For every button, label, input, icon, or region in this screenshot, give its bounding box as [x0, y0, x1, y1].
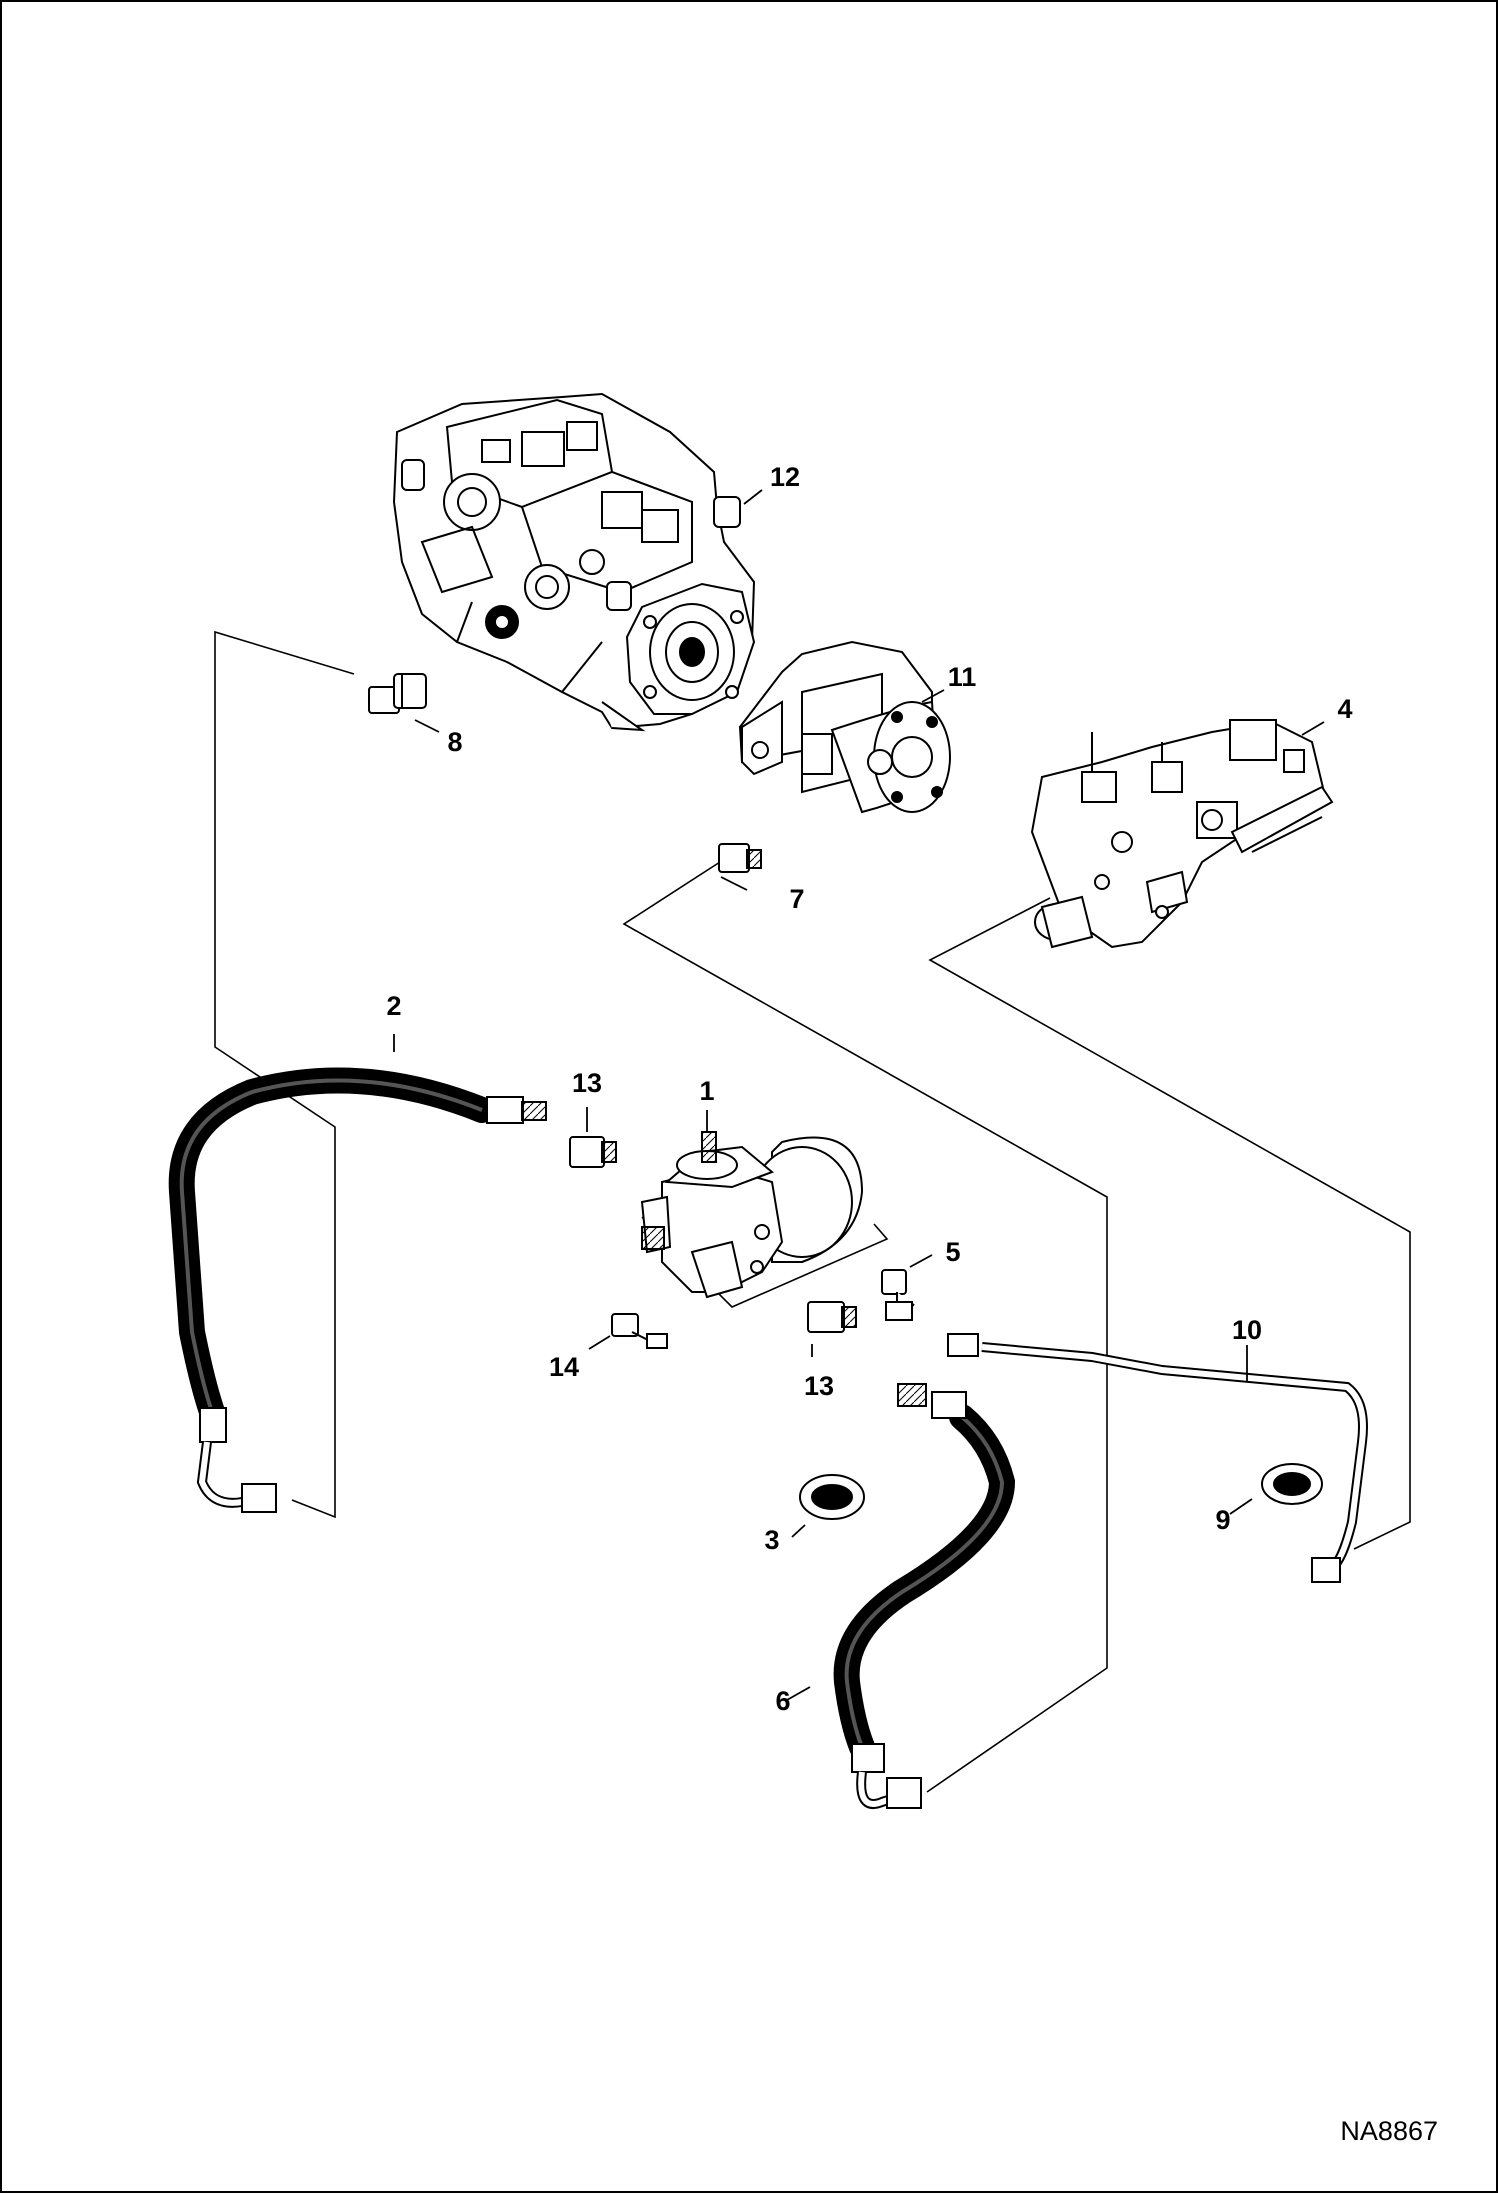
- fitting-13-lower: [807, 1301, 857, 1333]
- hose-2: [168, 1067, 547, 1513]
- callout-13-lower: 13: [804, 1371, 834, 1401]
- callout-5: 5: [945, 1237, 960, 1267]
- callout-3: 3: [764, 1525, 779, 1555]
- grommet-9: [1261, 1463, 1323, 1505]
- grommet-3: [799, 1474, 865, 1520]
- steering-unit-1: [640, 1131, 864, 1299]
- tube-10: [947, 1333, 1368, 1583]
- callout-6: 6: [775, 1686, 790, 1716]
- fitting-7: [718, 843, 762, 873]
- elbow-fitting-8: [368, 673, 427, 714]
- callout-12: 12: [770, 462, 800, 492]
- callout-11: 11: [948, 662, 977, 692]
- gear-pump-11: [738, 640, 951, 814]
- hose-6: [833, 1383, 1016, 1809]
- callout-labels: 12 11 4 8 7 2 13 1 5 10 14 13 9 3 6: [386, 462, 1352, 1716]
- callout-7: 7: [789, 884, 804, 914]
- callout-1: 1: [699, 1076, 714, 1106]
- callout-4: 4: [1337, 694, 1352, 724]
- figure-reference: NA8867: [1340, 2116, 1438, 2146]
- callout-8: 8: [447, 727, 462, 757]
- callout-9: 9: [1215, 1505, 1230, 1535]
- callout-14: 14: [549, 1352, 579, 1382]
- elbow-fitting-5: [881, 1269, 915, 1321]
- hydrostatic-pump-12: [392, 392, 756, 732]
- route-line-4-to-10: [928, 897, 1411, 1550]
- leader-lines: [393, 489, 1325, 1701]
- route-line-7-to-6: [622, 861, 1108, 1793]
- callout-2: 2: [386, 991, 401, 1021]
- elbow-fitting-14: [611, 1313, 668, 1349]
- fitting-13-upper: [569, 1136, 617, 1168]
- callout-10: 10: [1232, 1315, 1262, 1345]
- callout-13-upper: 13: [572, 1068, 602, 1098]
- control-valve-4: [1030, 719, 1334, 949]
